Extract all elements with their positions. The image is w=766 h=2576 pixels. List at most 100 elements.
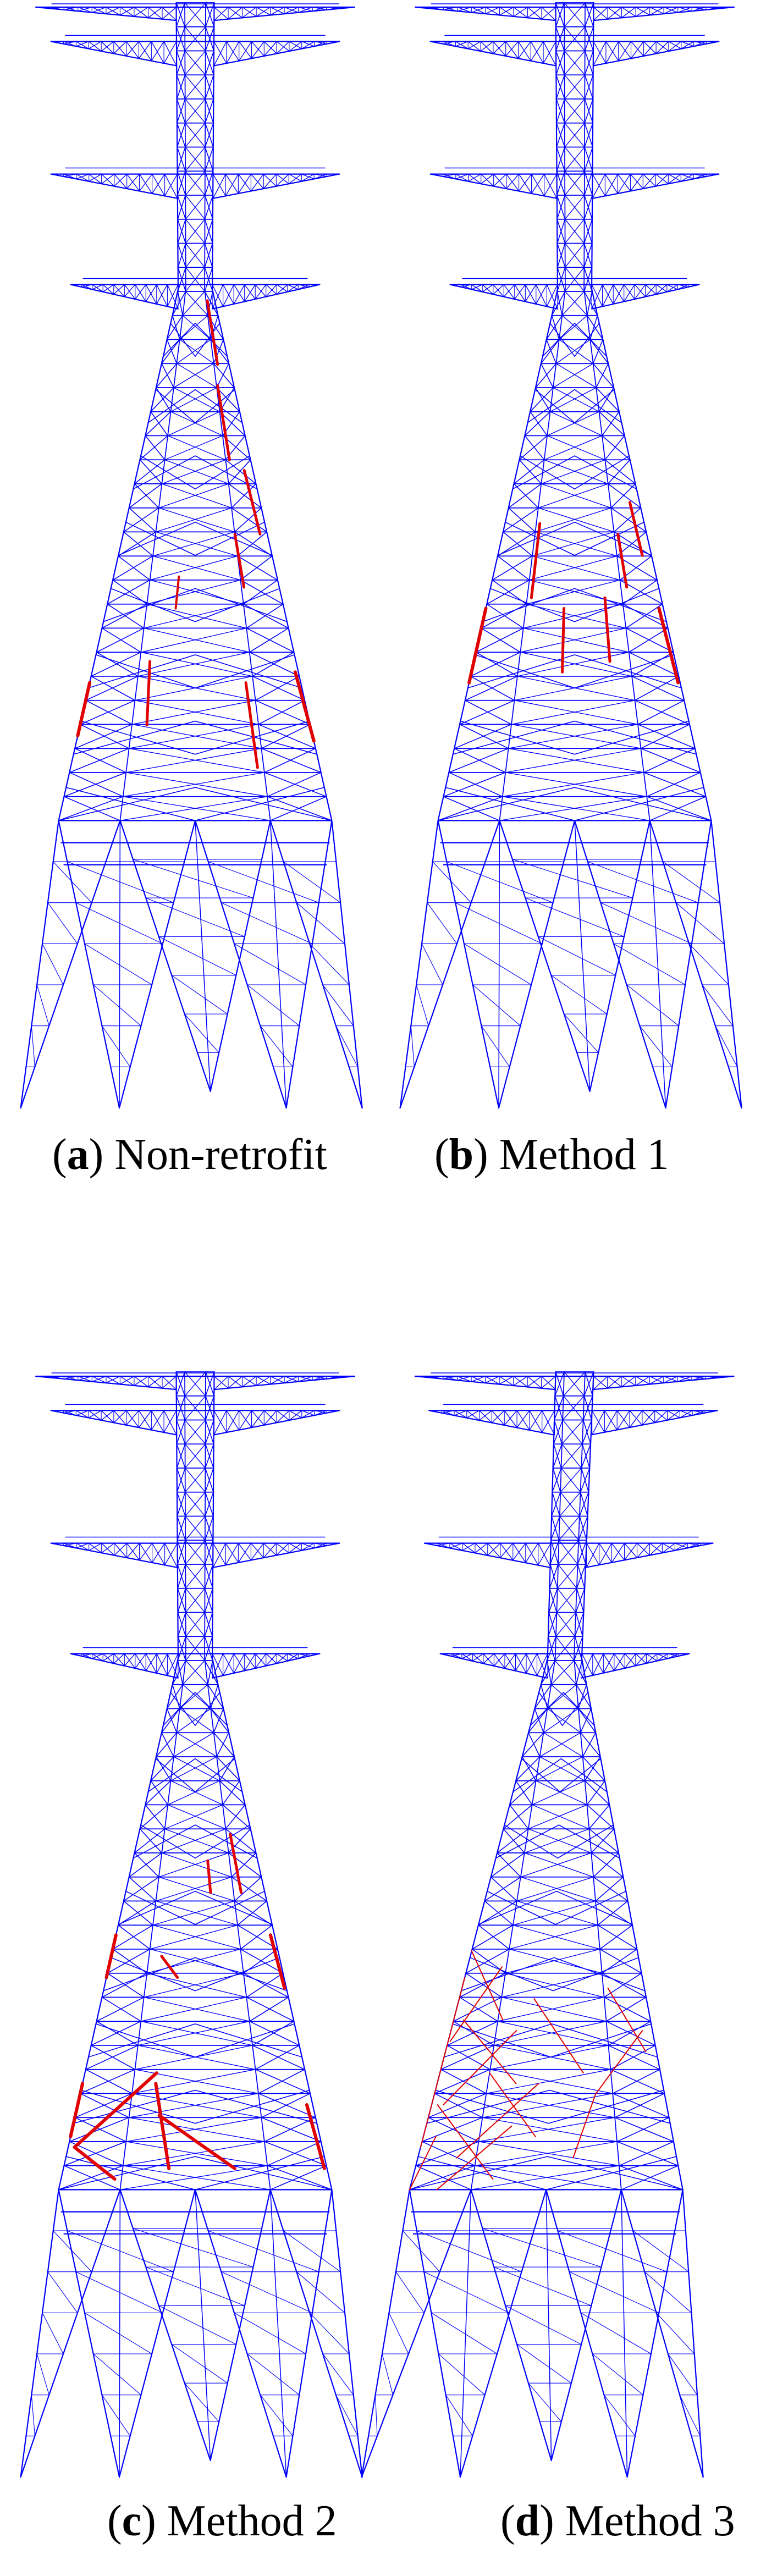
crossarm-brace — [226, 41, 240, 64]
brace-member — [65, 2156, 196, 2191]
leg-member — [591, 350, 595, 372]
crossarm-brace — [605, 41, 619, 64]
brace-member — [112, 555, 153, 581]
crossarm-brace — [598, 1542, 613, 1565]
crossarm-brace — [536, 284, 548, 307]
brace-member — [177, 1515, 186, 1541]
crossarm-brace — [504, 1410, 517, 1428]
leg-brace — [296, 2271, 345, 2313]
leg-member — [239, 411, 245, 433]
leg-member — [496, 2005, 501, 2027]
brace-member — [493, 2045, 611, 2070]
brace-member — [512, 1758, 562, 1792]
brace-member — [225, 1828, 257, 1854]
brace-member — [558, 1540, 579, 1565]
crossarm-brace — [213, 1410, 227, 1436]
brace-member — [547, 1636, 556, 1661]
brace-member — [453, 1996, 502, 2022]
leg-member — [249, 657, 254, 678]
brace-member — [556, 242, 566, 268]
crossarm-brace — [455, 173, 469, 182]
leg-member — [490, 2046, 494, 2068]
brace-member — [195, 2156, 333, 2191]
crossarm-brace — [225, 173, 239, 194]
brace-member — [155, 1877, 232, 1902]
leg-member — [271, 554, 277, 576]
brace-member — [185, 98, 206, 124]
brace-member — [616, 555, 658, 581]
leg-member — [627, 1902, 633, 1925]
brace-member — [486, 580, 530, 605]
crossarm-brace — [691, 7, 707, 10]
leg-brace — [260, 1025, 293, 1067]
crossarm-brace — [624, 1653, 636, 1667]
crossarm-brace — [500, 1542, 514, 1558]
brace-member — [576, 1684, 592, 1709]
failed-member — [437, 2104, 494, 2180]
failed-member — [73, 2071, 158, 2149]
brace-member — [563, 1692, 595, 1726]
leg-member — [269, 2189, 287, 2478]
brace-member — [261, 2093, 311, 2118]
leg-member — [159, 1719, 166, 1741]
leg-member — [58, 2169, 64, 2191]
leg-member — [150, 1759, 156, 1781]
crossarm-brace — [706, 173, 719, 177]
crossarm-brace — [124, 284, 136, 297]
crossarm-brace — [147, 7, 163, 18]
crossarm-brace — [536, 1653, 548, 1679]
crossarm-brace — [461, 1653, 473, 1662]
leg-brace — [171, 2344, 228, 2384]
brace-member — [586, 1804, 615, 1829]
brace-member — [616, 2117, 670, 2142]
leg-member — [631, 1923, 637, 1945]
leg-member — [646, 533, 652, 556]
brace-member — [205, 1419, 214, 1444]
leg-member — [634, 697, 638, 719]
brace-member — [481, 627, 521, 653]
brace-member — [470, 2165, 620, 2191]
crossarm-brace — [454, 1410, 467, 1419]
crossarm-brace — [604, 173, 619, 196]
brace-member — [80, 2089, 196, 2124]
leg-member — [591, 1862, 594, 1884]
brace-member — [139, 435, 168, 460]
crossarm-brace — [326, 173, 340, 177]
failed-member — [104, 1933, 118, 1979]
leg-member — [135, 677, 139, 699]
brace-member — [107, 580, 151, 605]
leg-member — [437, 799, 444, 821]
failed-member — [530, 522, 542, 599]
crossarm-brace — [613, 284, 625, 302]
leg-member — [618, 411, 625, 433]
crossarm-brace — [228, 1376, 243, 1389]
brace-member — [134, 1852, 159, 1878]
brace-member — [269, 2165, 327, 2191]
brace-member — [582, 1756, 605, 1781]
brace-member — [252, 2045, 305, 2070]
leg-member — [20, 2189, 121, 2478]
brace-member — [583, 267, 593, 292]
crossarm-brace — [251, 41, 264, 59]
leg-member — [643, 1984, 649, 2006]
brace-member — [155, 1900, 238, 1926]
leg-member — [132, 697, 136, 719]
crossarm-brace — [239, 1410, 252, 1428]
brace-member — [524, 1828, 590, 1854]
brace-member — [583, 1395, 592, 1421]
leg-member — [155, 1882, 159, 1904]
leg-member — [529, 390, 536, 412]
brace-member — [264, 772, 327, 797]
brace-member — [538, 483, 609, 509]
crossarm-brace — [598, 1542, 613, 1563]
crossarm-brace — [151, 173, 166, 196]
crossarm-brace — [603, 1653, 615, 1672]
brace-member — [185, 291, 208, 316]
crossarm-brace — [705, 1376, 720, 1380]
brace-member — [164, 1828, 229, 1854]
crossarm-brace — [437, 1542, 450, 1546]
leg-member — [613, 2107, 616, 2129]
crossarm-brace — [642, 1410, 655, 1426]
brace-member — [428, 2093, 487, 2118]
crossarm-brace — [460, 284, 472, 288]
